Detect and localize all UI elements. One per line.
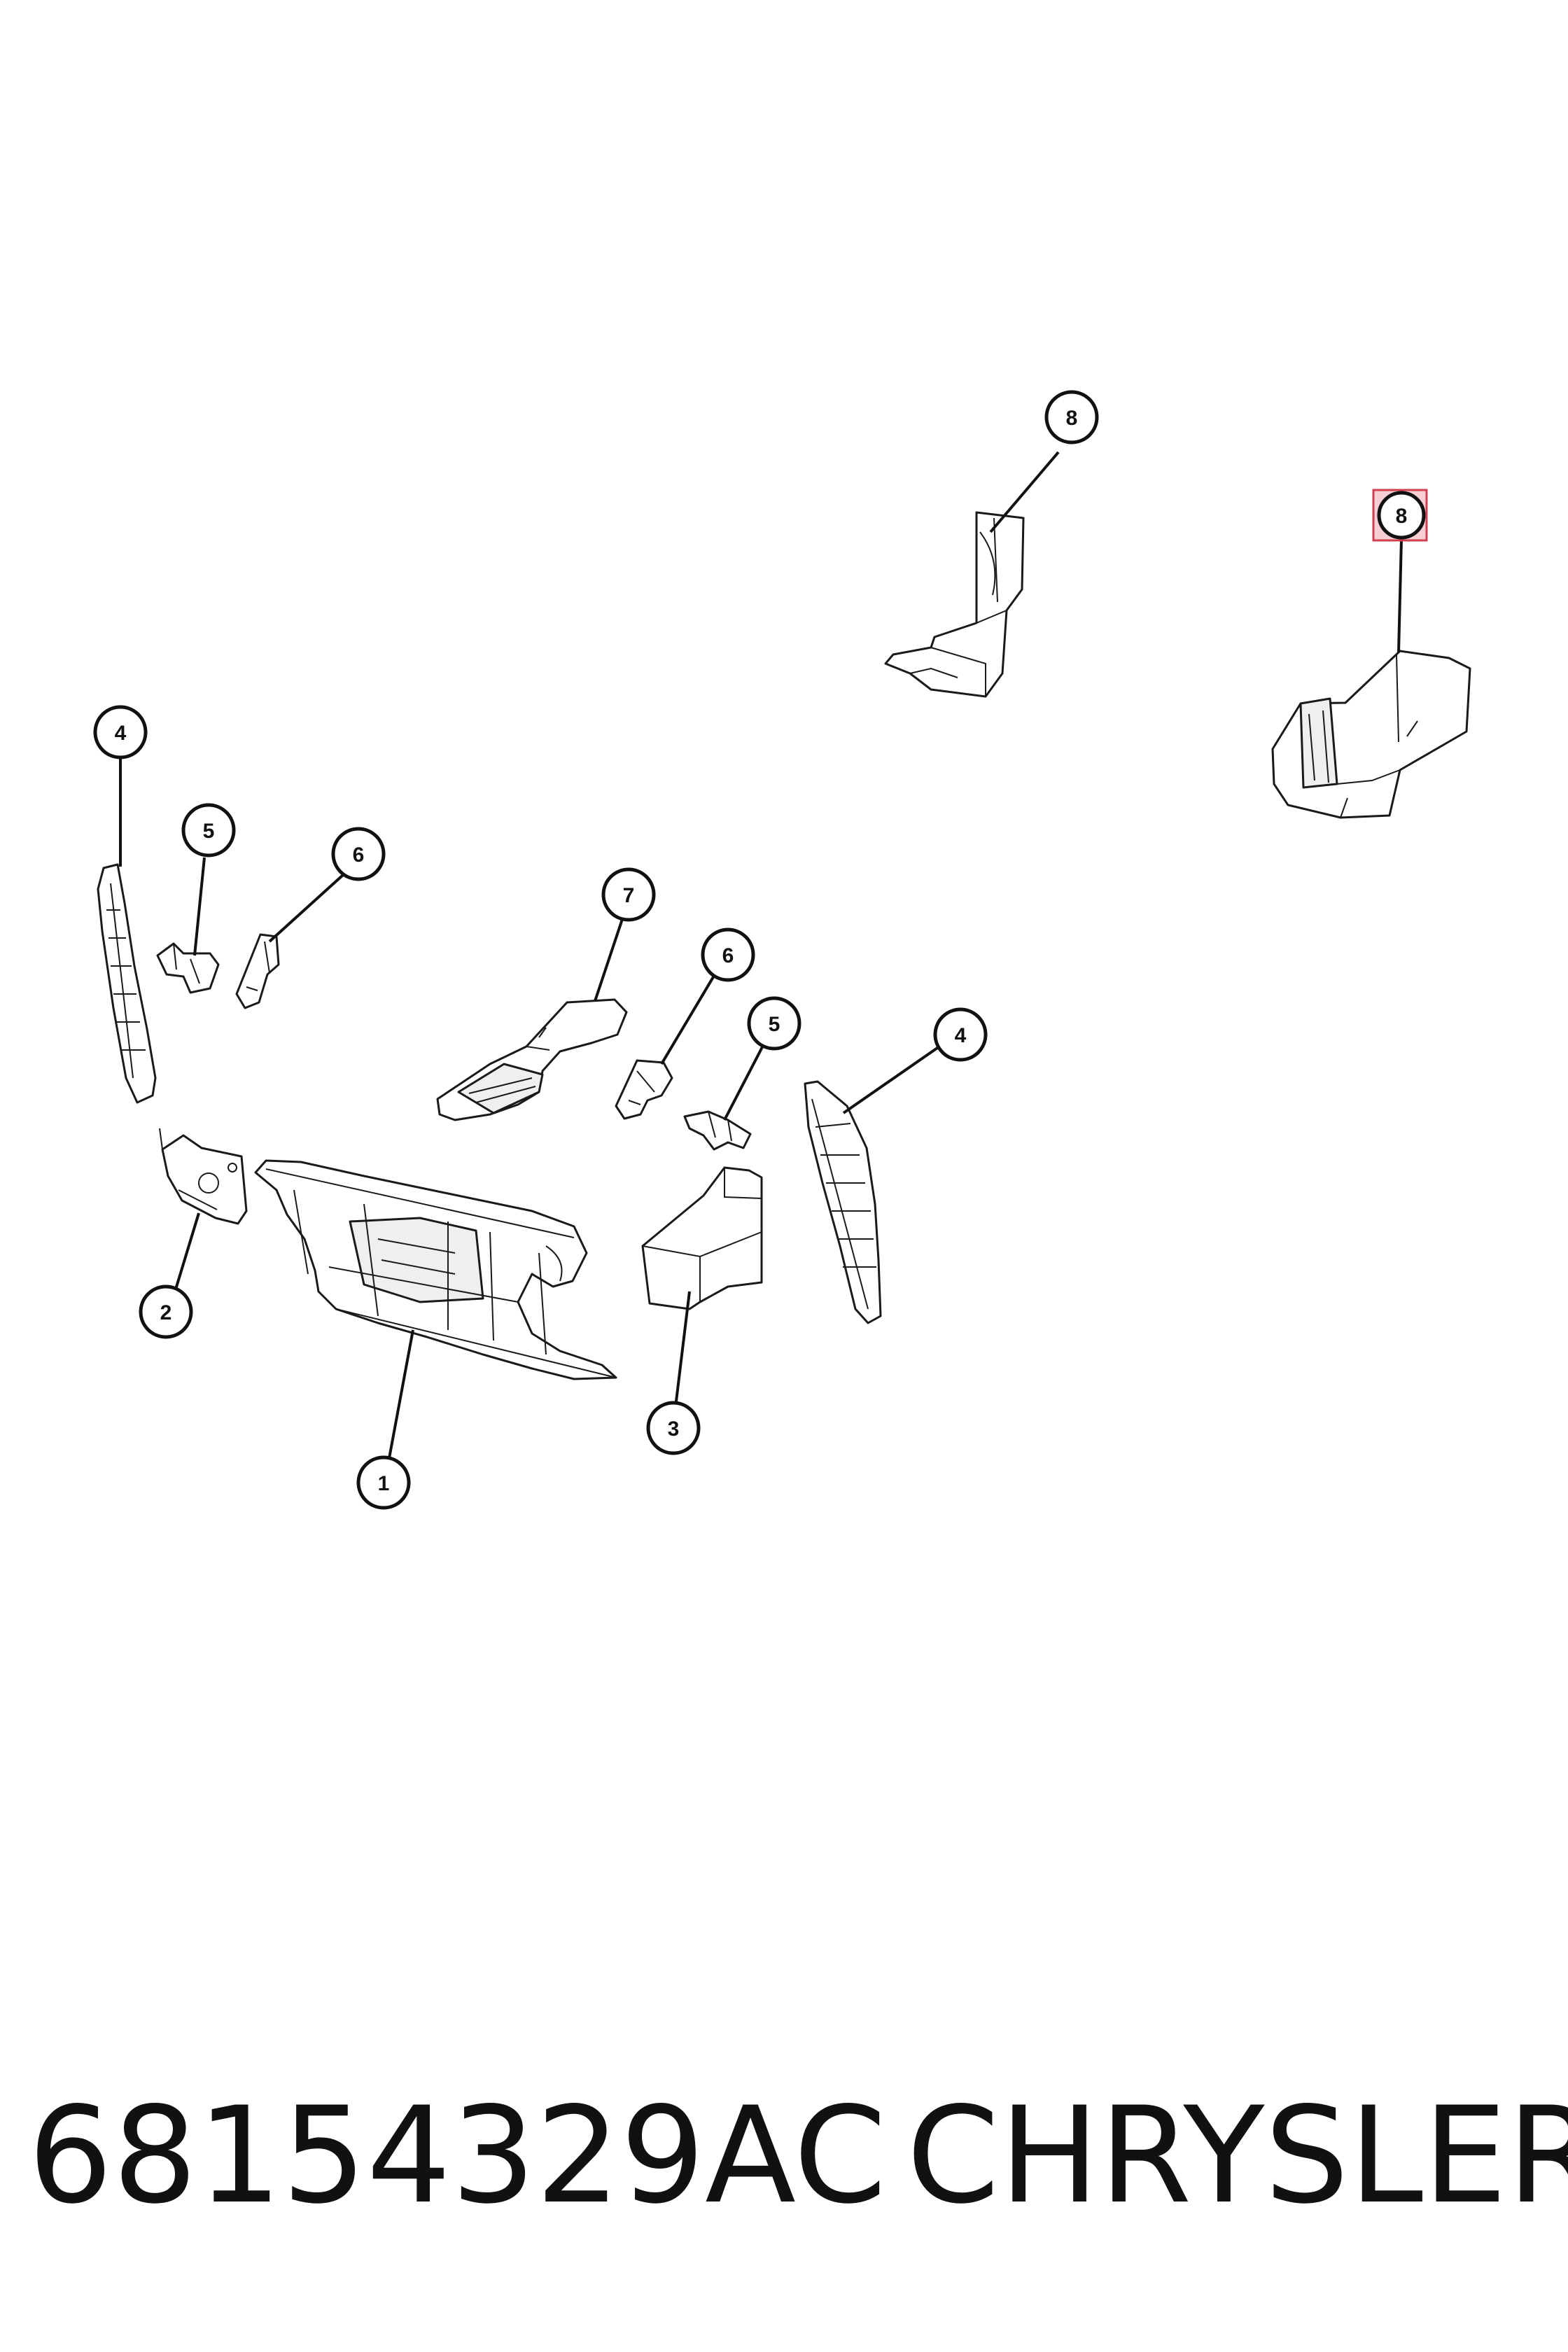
leader-lines: [119, 451, 1403, 1459]
callout-label: 5: [203, 820, 215, 843]
part-3-foam-block: [641, 1166, 763, 1310]
leader-5a: [193, 857, 206, 956]
leader-8b: [1397, 538, 1403, 653]
part-8-duct-right: [1271, 650, 1471, 819]
callout-label: 3: [668, 1418, 680, 1441]
part-6-clip-left: [235, 933, 280, 1009]
callout-5-center[interactable]: 5: [747, 996, 802, 1051]
callout-label: 6: [353, 844, 365, 867]
callout-3[interactable]: 3: [646, 1401, 701, 1455]
callout-label: 4: [115, 722, 127, 745]
callout-8-highlighted[interactable]: 8: [1372, 489, 1428, 542]
callout-6-center[interactable]: 6: [701, 927, 755, 982]
part-7-shield: [436, 998, 628, 1121]
callout-label: 6: [722, 944, 734, 967]
callout-label: 4: [955, 1024, 967, 1047]
callout-label: 8: [1396, 505, 1408, 528]
part-5-bracket-center: [683, 1110, 752, 1151]
callout-7[interactable]: 7: [601, 867, 656, 922]
leader-1: [388, 1329, 414, 1459]
part-4-deflector-right: [804, 1080, 882, 1324]
part-6-clip-center: [615, 1059, 673, 1120]
leader-6a: [268, 874, 344, 943]
callout-label: 8: [1066, 407, 1078, 430]
part-number: 68154329AC: [28, 2078, 887, 2233]
brand-name: CHRYSLER: [906, 2078, 1568, 2233]
callout-5-left[interactable]: 5: [181, 803, 236, 858]
callout-8-upper[interactable]: 8: [1044, 390, 1099, 444]
callout-6-left[interactable]: 6: [331, 827, 386, 881]
leader-7: [594, 916, 624, 1002]
part-4-deflector-left: [97, 863, 157, 1104]
leader-8a: [989, 451, 1060, 533]
leader-4b: [842, 1045, 941, 1114]
part-1-radiator-support: [254, 1159, 617, 1380]
callout-label: 2: [160, 1301, 172, 1324]
leader-5b: [723, 1042, 766, 1121]
part-2-plate: [159, 1128, 248, 1225]
part-8-duct-upper: [884, 511, 1025, 698]
callout-label: 7: [623, 884, 635, 907]
callout-2[interactable]: 2: [139, 1284, 193, 1339]
callout-1[interactable]: 1: [356, 1455, 411, 1510]
callout-label: 5: [769, 1013, 780, 1036]
part-5-bracket-left: [156, 942, 220, 994]
leader-2: [174, 1212, 200, 1292]
callout-4-right[interactable]: 4: [933, 1007, 988, 1062]
leader-3: [674, 1291, 691, 1408]
callout-label: 1: [378, 1472, 390, 1495]
callout-4-left[interactable]: 4: [93, 705, 148, 760]
leader-6b: [660, 974, 715, 1065]
